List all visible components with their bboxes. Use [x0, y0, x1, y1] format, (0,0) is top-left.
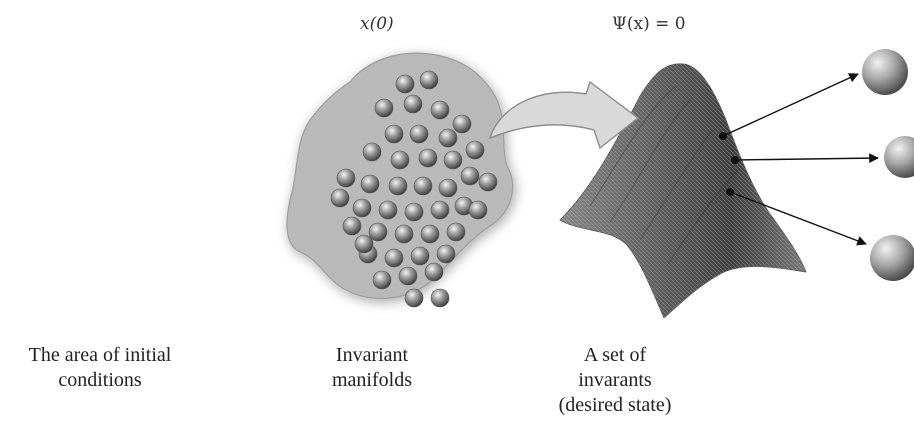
state-sphere	[479, 173, 497, 191]
state-sphere	[337, 169, 355, 187]
state-sphere	[385, 125, 403, 143]
state-sphere	[373, 271, 391, 289]
state-sphere	[425, 263, 443, 281]
diagram-canvas	[0, 0, 914, 330]
state-sphere	[431, 289, 449, 307]
state-sphere	[343, 217, 361, 235]
state-sphere	[355, 235, 373, 253]
state-sphere	[439, 129, 457, 147]
state-sphere	[419, 149, 437, 167]
state-sphere	[391, 151, 409, 169]
state-sphere	[385, 249, 403, 267]
state-sphere	[399, 267, 417, 285]
state-sphere	[421, 225, 439, 243]
invariant-sphere-2	[884, 136, 914, 178]
state-sphere	[411, 247, 429, 265]
state-sphere	[375, 99, 393, 117]
state-sphere	[447, 223, 465, 241]
state-sphere	[389, 177, 407, 195]
state-sphere	[414, 177, 432, 195]
invariant-sphere-1	[862, 49, 908, 95]
state-sphere	[453, 115, 471, 133]
state-sphere	[363, 143, 381, 161]
state-sphere	[396, 75, 414, 93]
caption-initial-area: The area of initial conditions	[4, 343, 196, 393]
state-sphere	[431, 201, 449, 219]
caption-invariants: A set of invarants (desired state)	[540, 343, 690, 418]
state-sphere	[405, 203, 423, 221]
state-sphere	[439, 179, 457, 197]
state-sphere	[461, 167, 479, 185]
state-sphere	[410, 125, 428, 143]
state-sphere	[361, 175, 379, 193]
state-sphere	[466, 141, 484, 159]
state-sphere	[379, 201, 397, 219]
arrow-to-invariant-1	[723, 74, 858, 136]
invariant-sphere-3	[870, 235, 914, 281]
state-sphere	[369, 223, 387, 241]
state-sphere	[395, 225, 413, 243]
caption-invariant-manifolds: Invariant manifolds	[312, 343, 432, 393]
state-sphere	[431, 101, 449, 119]
state-sphere	[404, 95, 422, 113]
arrow-to-invariant-2	[735, 158, 878, 160]
state-sphere	[444, 151, 462, 169]
state-sphere	[405, 289, 423, 307]
curved-arrow	[490, 82, 638, 148]
state-sphere	[437, 245, 455, 263]
state-sphere	[420, 71, 438, 89]
state-sphere	[469, 201, 487, 219]
state-sphere	[353, 199, 371, 217]
state-sphere	[331, 189, 349, 207]
